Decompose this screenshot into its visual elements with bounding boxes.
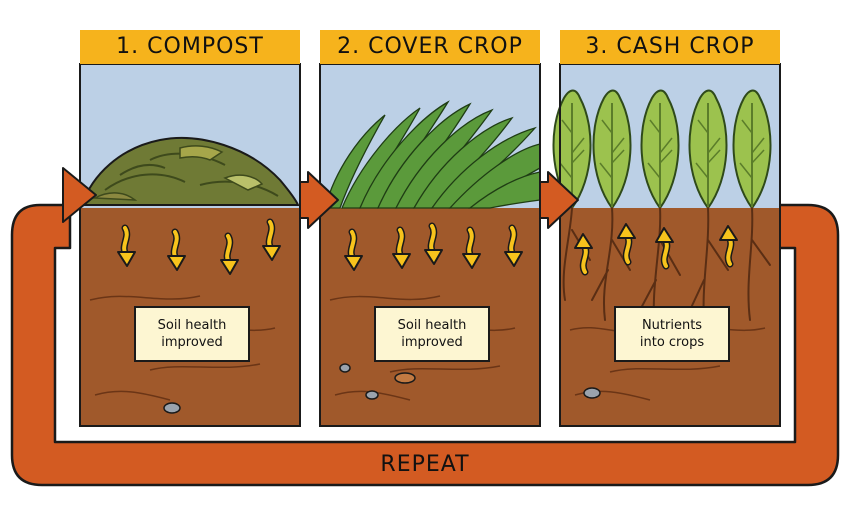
note-compost: Soil health improved (134, 306, 250, 362)
panel-cash-crop (552, 30, 781, 427)
repeat-loop (10, 203, 840, 487)
note-cash-crop-line-1: Nutrients (641, 318, 703, 333)
transition-arrow-in (62, 167, 97, 223)
transition-arrow-2-3 (539, 171, 579, 229)
panel-cover-crop (319, 30, 541, 427)
repeat-label: REPEAT (380, 452, 470, 477)
transition-arrow-1-2 (299, 171, 339, 229)
panel-title-compost: 1. COMPOST (116, 34, 264, 59)
note-cover-crop: Soil health improved (374, 306, 490, 362)
panel-title-cover-crop: 2. COVER CROP (337, 34, 523, 59)
note-cover-crop-line-1: Soil health (397, 318, 467, 333)
panel-compost (79, 30, 301, 427)
panel-title-cash-crop: 3. CASH CROP (585, 34, 755, 59)
note-compost-line-1: Soil health (157, 318, 227, 333)
note-cash-crop: Nutrients into crops (614, 306, 730, 362)
note-cash-crop-line-2: into crops (639, 335, 705, 350)
note-cover-crop-line-2: improved (401, 335, 463, 350)
note-compost-line-2: improved (161, 335, 223, 350)
